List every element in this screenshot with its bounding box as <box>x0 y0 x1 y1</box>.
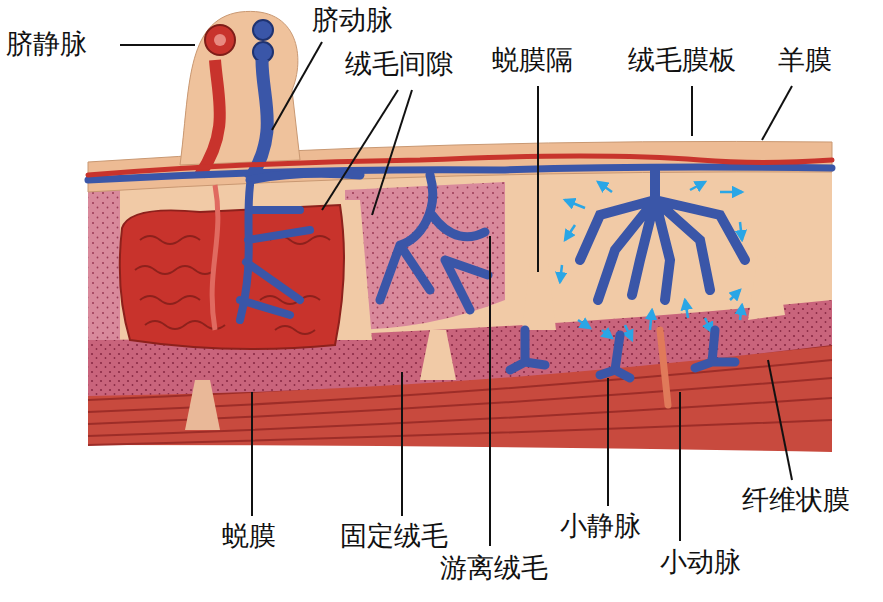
leader-lines-part <box>401 372 403 516</box>
umbilical-cord <box>180 11 300 180</box>
blood-flow-arrows-part <box>565 200 585 208</box>
blood-flow-arrows-part <box>560 265 562 282</box>
leader-lines-part <box>762 86 792 140</box>
blood-flow-arrows-part <box>578 320 590 328</box>
free-villus-middle-part <box>380 175 488 310</box>
decidual-septa-part <box>185 380 220 430</box>
cotyledon-left-part <box>135 236 330 334</box>
part-label: 羊膜 <box>778 44 832 75</box>
anchoring-vessels <box>510 330 735 405</box>
umbilical-cord-part <box>200 60 220 175</box>
anchoring-vessels-part <box>660 330 668 405</box>
decidual-septa-part <box>748 255 785 320</box>
anchoring-vessels-part <box>695 330 735 368</box>
umbilical-cord-part <box>180 11 300 165</box>
part-label: 蜕膜 <box>222 520 276 551</box>
cotyledon-left-part <box>212 185 218 330</box>
blood-flow-arrows-part <box>730 290 740 300</box>
leader-lines-part <box>607 378 609 506</box>
cotyledon-left-part <box>240 185 310 320</box>
blood-flow-arrows-part <box>690 182 705 190</box>
part-label: 纤维状膜 <box>742 484 850 515</box>
part-label: 绒毛膜板 <box>628 44 736 75</box>
blood-flow-arrows-part <box>625 325 632 340</box>
part-label: 脐动脉 <box>312 4 393 35</box>
part-label: 小静脉 <box>560 510 641 541</box>
umbilical-cord-part <box>214 34 226 46</box>
blood-flow-arrows-part <box>740 222 742 240</box>
cotyledon-right <box>580 170 745 300</box>
chorionic-vessels <box>88 156 832 180</box>
blood-flow-arrows <box>560 182 742 340</box>
part-label: 脐静脉 <box>6 28 87 59</box>
anchoring-vessels-part <box>600 335 630 378</box>
part-label: 绒毛间隙 <box>345 48 453 79</box>
blood-flow-arrows-part <box>598 182 612 192</box>
leader-lines-part <box>537 86 539 272</box>
leader-lines-part <box>372 90 412 215</box>
blood-flow-arrows-part <box>602 330 612 338</box>
umbilical-cord-part <box>253 20 273 40</box>
part-label: 小动脉 <box>660 546 741 577</box>
decidual-septa-part <box>522 262 556 330</box>
part-label: 固定绒毛 <box>340 520 448 551</box>
blood-flow-arrows-part <box>740 305 742 320</box>
leader-lines-part <box>322 90 398 210</box>
anchoring-vessels-part <box>510 330 545 370</box>
part-label: 蜕膜隔 <box>492 44 573 75</box>
cotyledon-left <box>120 185 344 349</box>
leader-lines-part <box>489 236 491 546</box>
blood-flow-arrows-part <box>720 191 742 194</box>
part-label: 游离绒毛 <box>440 552 548 583</box>
chorionic-vessels-part <box>88 156 832 175</box>
blood-flow-arrows-part <box>650 310 652 330</box>
leader-lines-part <box>768 360 792 480</box>
umbilical-cord-part <box>205 25 235 55</box>
leader-lines-part <box>251 392 253 516</box>
free-villus-middle <box>380 175 488 310</box>
umbilical-cord-part <box>253 42 273 62</box>
intervillous-space-part <box>88 190 120 340</box>
leader-lines <box>120 42 792 546</box>
blood-flow-arrows-part <box>685 300 688 318</box>
decidual-septa-part <box>420 330 456 380</box>
blood-flow-arrows-part <box>565 225 575 240</box>
cotyledon-right-part <box>580 170 745 300</box>
leader-lines-part <box>691 86 693 136</box>
leader-lines-part <box>679 392 681 541</box>
leader-lines-part <box>272 42 322 130</box>
leader-lines-part <box>120 44 195 46</box>
